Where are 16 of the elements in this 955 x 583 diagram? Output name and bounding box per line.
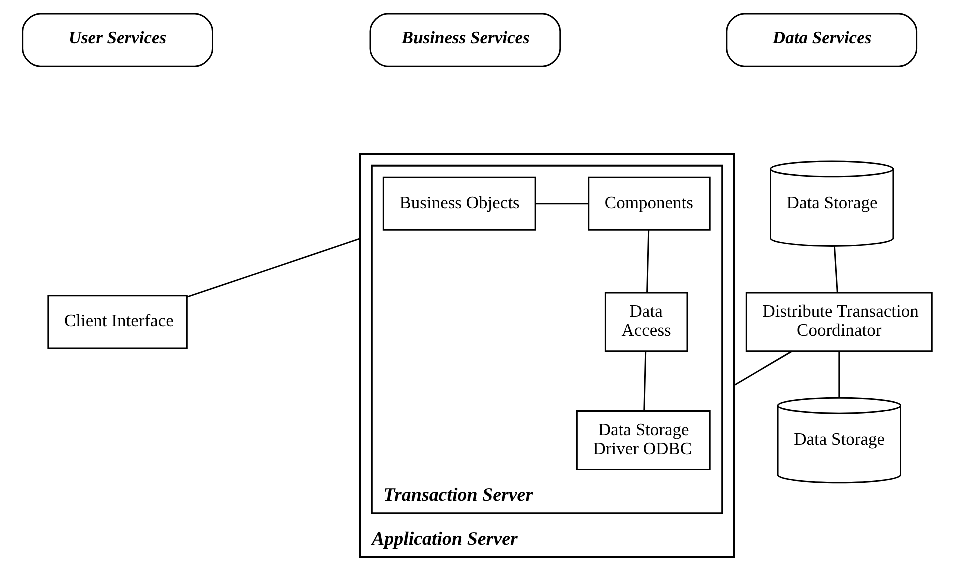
node-box: Distribute Transaction Coordinator (746, 292, 933, 352)
connector (834, 246, 838, 293)
node-box: Data Storage Driver ODBC (576, 410, 711, 470)
node-box: Client Interface (48, 295, 188, 350)
node-box: Data Services (726, 13, 918, 68)
node-box: Components (588, 176, 711, 231)
node-box: Business Services (370, 13, 562, 68)
node-box: User Services (22, 13, 214, 68)
node-box: Business Objects (382, 176, 536, 231)
connector (646, 230, 650, 293)
connector (187, 238, 360, 298)
connector (734, 350, 792, 386)
node-box: Data Access (604, 292, 688, 352)
connector (536, 203, 589, 205)
connector (644, 352, 647, 411)
connector (838, 352, 840, 398)
